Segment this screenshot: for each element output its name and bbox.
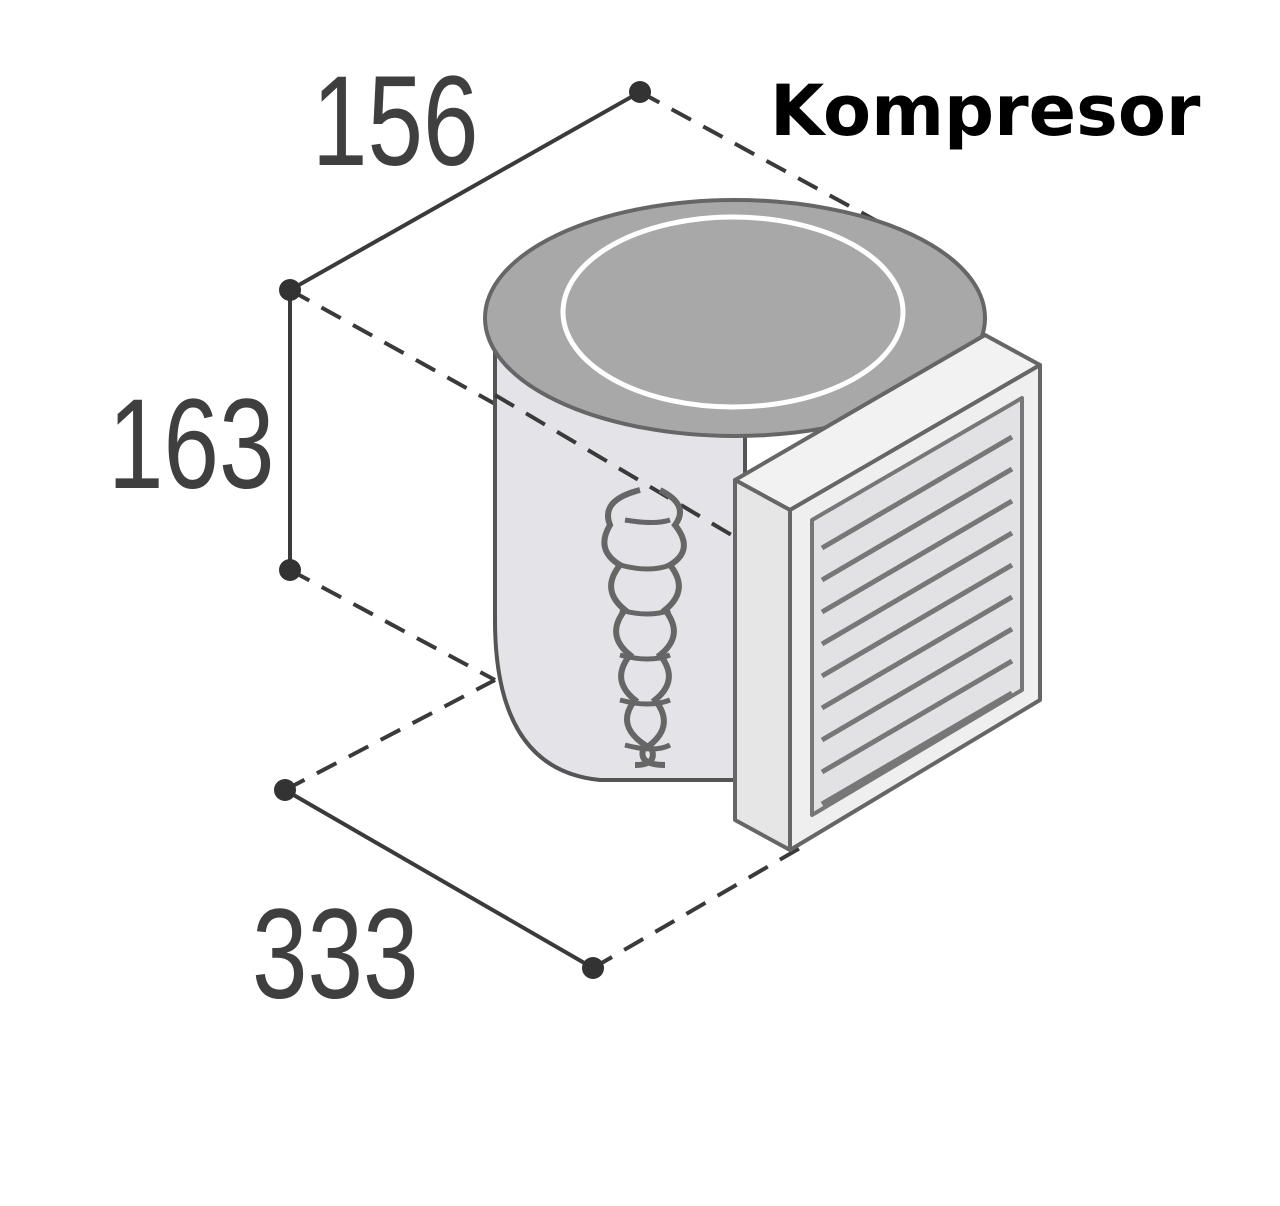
condenser-housing: [733, 333, 1042, 852]
dimension-endpoints: [274, 81, 651, 979]
compressor-cylinder: [483, 198, 987, 782]
grille-slat: [820, 498, 1014, 615]
grille-slat: [820, 530, 1014, 647]
dimension-text-depth: 156: [312, 50, 479, 193]
svg-text:333: 333: [252, 883, 419, 1026]
grille-slat: [820, 466, 1014, 583]
svg-text:163: 163: [108, 373, 275, 516]
title-label: Kompresor: [770, 70, 1201, 152]
grille-slat: [820, 594, 1014, 711]
grille-slat: [820, 626, 1014, 743]
dimension-lines: [283, 90, 641, 970]
coil-icon: [601, 487, 687, 768]
grille-slat: [820, 658, 1014, 775]
grille-slat: [820, 434, 1014, 551]
svg-text:156: 156: [312, 50, 479, 193]
dimension-text-height: 163: [108, 373, 275, 516]
grille-slat: [820, 562, 1014, 679]
grille-slat: [820, 690, 1014, 807]
grille-slats: [820, 434, 1014, 807]
dimension-text-width: 333: [252, 883, 419, 1026]
